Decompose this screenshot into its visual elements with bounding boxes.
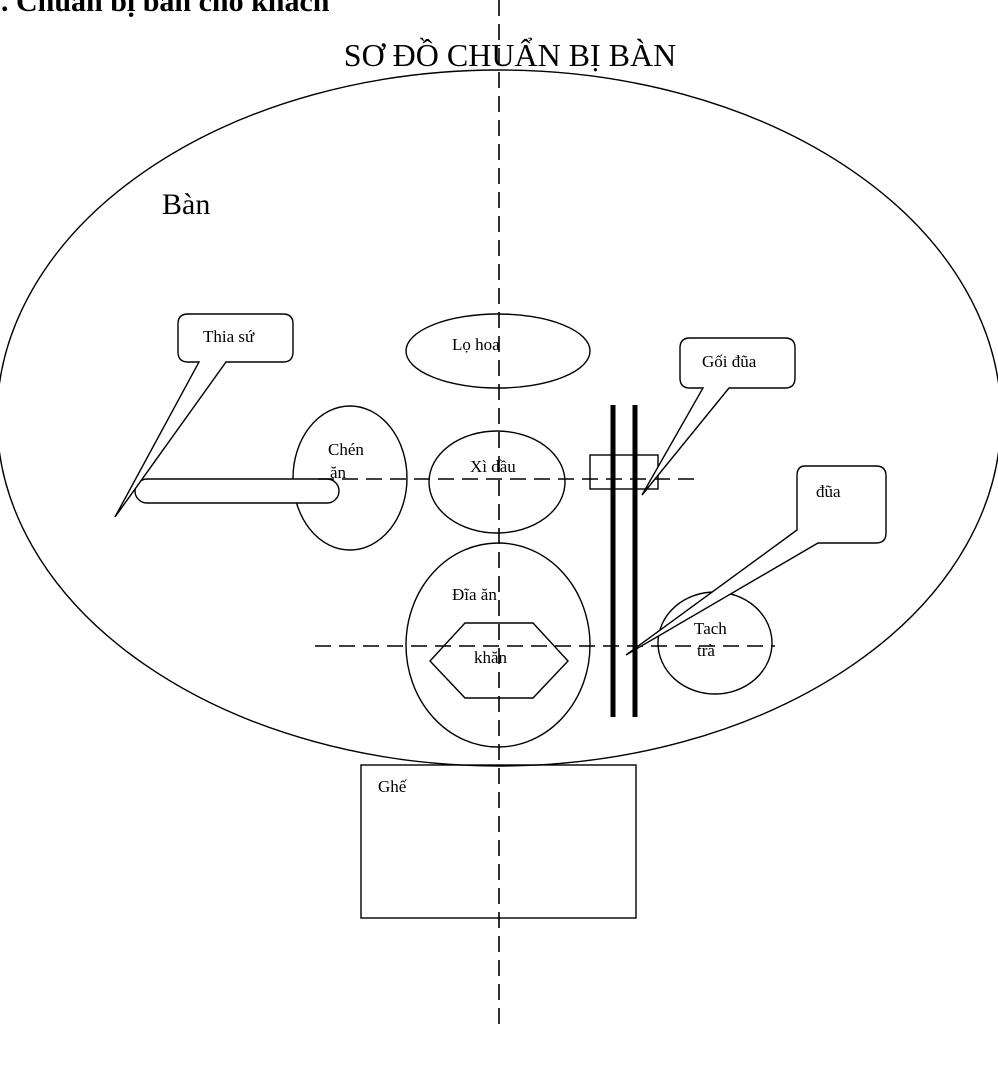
napkin-label: khăn [474, 648, 508, 667]
chair-label: Ghế [378, 777, 407, 796]
soup-spoon-shape [134, 478, 340, 504]
table-label: Bàn [162, 188, 210, 221]
flower-vase-ellipse [405, 313, 591, 389]
diagram-title: SƠ ĐỒ CHUẨN BỊ BÀN [344, 37, 676, 73]
chopsticks-callout-label: đũa [816, 482, 841, 501]
plate-label: Đĩa ăn [452, 585, 497, 604]
rice-bowl-ellipse [292, 405, 408, 551]
tea-cup-ellipse [657, 591, 773, 695]
rice-bowl-label-line2: ăn [330, 463, 347, 482]
soup-spoon-callout-label: Thia sứ [203, 327, 255, 346]
chopstick-rest-callout [641, 337, 796, 496]
rice-bowl-label-line1: Chén [328, 440, 364, 459]
soup-spoon-callout [114, 313, 294, 518]
sauce-dish-ellipse [428, 430, 566, 534]
chopsticks-callout [625, 465, 887, 656]
section-heading: 3. Chuẩn bị bàn cho khách [0, 0, 330, 18]
sauce-dish-label: Xì dầu [470, 457, 516, 476]
tea-cup-label-line2: trà [697, 641, 715, 660]
flower-vase-label: Lọ hoa [452, 335, 500, 354]
chopstick-rest-callout-label: Gối đũa [702, 352, 757, 371]
tea-cup-label-line1: Tach [694, 619, 727, 638]
table-ellipse [0, 69, 998, 767]
